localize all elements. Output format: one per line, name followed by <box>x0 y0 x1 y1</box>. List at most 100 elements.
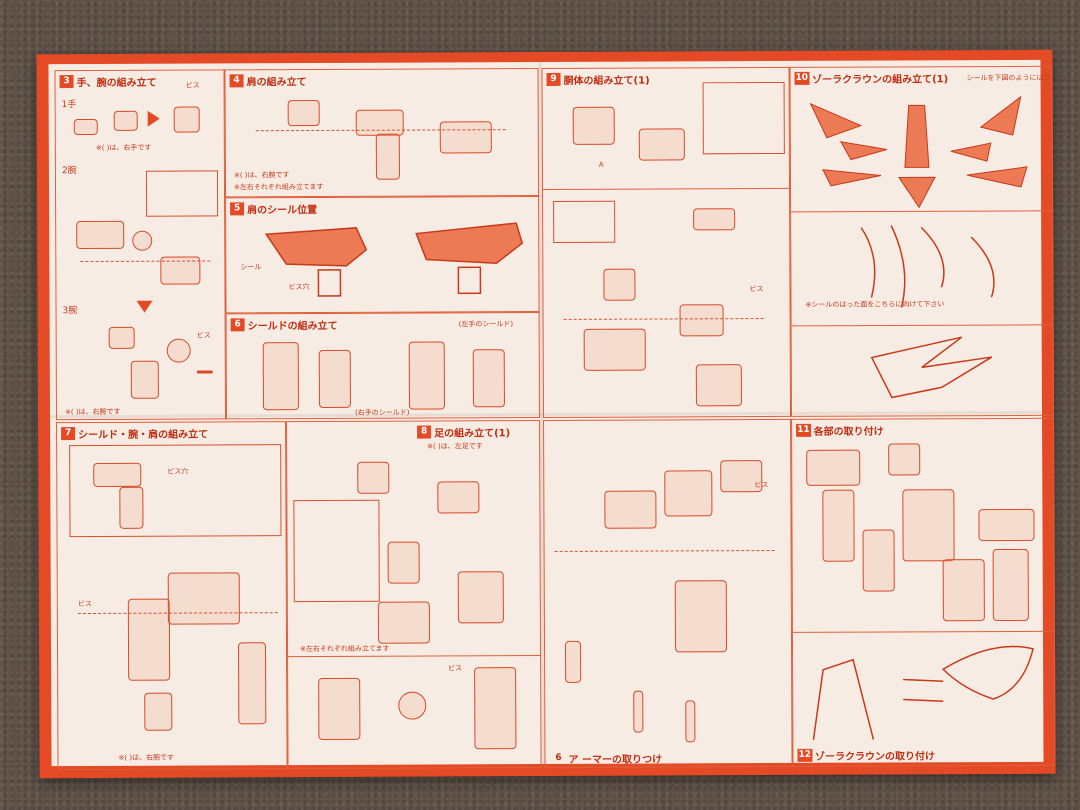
shoulder-part <box>355 109 404 136</box>
screw-hole-label: ビス穴 <box>167 467 189 476</box>
arm-part <box>76 220 125 250</box>
screw-label: ビス <box>185 81 200 90</box>
right-shield-label: (右手のシールド) <box>354 408 410 417</box>
detail-box <box>702 81 785 155</box>
step-9-title: 胴体の組み立て(1) <box>563 75 650 87</box>
armor-step-number: 6 <box>555 752 562 763</box>
right-hand-note: ※( )は、右手です <box>95 143 152 152</box>
step-12-header: 12 ゾーラクラウンの取り付け <box>797 747 935 763</box>
body-part <box>603 268 636 301</box>
leg-part <box>474 667 517 750</box>
left-shield-label: (左手のシールド) <box>458 320 514 329</box>
panel-step-9: 9 胴体の組み立て(1) A ビス <box>541 66 792 419</box>
leg-joint <box>398 691 427 720</box>
down-arrow-icon <box>136 300 153 313</box>
panel-step-8: 8 足の組み立て(1) ※( )は、左足です ※左右それぞれ組み立てます ビス <box>286 420 542 770</box>
hand-part <box>113 110 138 131</box>
sub-step-arm-3: 3腕 <box>62 306 78 317</box>
detail-box <box>293 499 380 603</box>
body-part <box>583 328 646 371</box>
armor-part <box>604 490 657 529</box>
leg-part <box>357 461 390 494</box>
step-6-header: 6 シールドの組み立て <box>230 317 338 332</box>
shield-part <box>119 486 144 529</box>
armor-part <box>685 700 696 743</box>
detail-box <box>69 444 282 538</box>
leg-part <box>437 481 480 514</box>
shield-part <box>262 342 299 411</box>
crown-attach-diagram <box>812 645 1034 740</box>
peel-note: ※シールのはった面をこちらに向けて下さい <box>805 300 945 309</box>
shield-part <box>127 598 171 681</box>
arm-joint <box>132 230 153 251</box>
both-sides-note: ※左右それぞれ組み立てます <box>233 182 324 192</box>
step-8-title: 足の組み立て(1) <box>434 428 511 440</box>
shield-part <box>408 341 445 410</box>
step-9-number: 9 <box>546 72 561 86</box>
panel-step-3: 3 手、腕の組み立て 1手 ビス ※( )は、右手です 2腕 3腕 ビス ※( … <box>54 69 227 421</box>
crown-diagram <box>791 95 1055 399</box>
step-7-number: 7 <box>61 427 76 441</box>
step-4-number: 4 <box>229 74 244 88</box>
part-a-label: A <box>598 160 604 169</box>
detail-box <box>553 200 616 243</box>
panel-armor: ビス 6 ア ーマーの取りつけ <box>543 418 793 769</box>
leg-part <box>377 601 431 644</box>
step-3-title: 手、腕の組み立て <box>76 77 157 90</box>
hand-part <box>73 118 98 136</box>
screw-label: ビス <box>77 599 92 609</box>
shoulder-part <box>375 133 400 180</box>
arm-part <box>108 326 135 349</box>
screw-label: ビス <box>448 664 463 673</box>
direction-arrow-icon <box>147 110 160 127</box>
armor-part <box>664 470 713 517</box>
instruction-sheet: 3 手、腕の組み立て 1手 ビス ※( )は、右手です 2腕 3腕 ビス ※( … <box>36 49 1056 779</box>
armor-part <box>674 580 728 653</box>
step-4-header: 4 肩の組み立て <box>229 73 307 88</box>
shield-part <box>93 462 142 487</box>
panel-step-11: 11 各部の取り付け 12 ゾーラクラウンの取 <box>791 417 1056 767</box>
panel-step-4: 4 肩の組み立て ※( )は、右腕です ※左右それぞれ組み立てます <box>224 68 540 198</box>
both-sides-note: ※左右それぞれ組み立てます <box>300 644 390 654</box>
leg-part <box>387 541 420 584</box>
seal-label: シール <box>240 263 262 272</box>
leg-part <box>457 571 504 624</box>
step-8-number: 8 <box>417 425 432 439</box>
shield-part <box>472 349 505 408</box>
step-8-header: 8 足の組み立て(1) <box>417 424 510 439</box>
step-3-number: 3 <box>59 75 74 89</box>
arm-part <box>144 692 173 731</box>
divider <box>288 655 542 658</box>
right-arm-note: ※( )は、右腕です <box>233 171 290 180</box>
shield-part <box>318 349 351 408</box>
sub-step-hand: 1手 <box>61 100 77 111</box>
sub-step-arm: 2腕 <box>61 166 77 177</box>
right-arm-note: ※( )は、右腕です <box>64 407 121 417</box>
seal-diagram <box>264 222 524 297</box>
step-12-number: 12 <box>797 748 813 762</box>
body-part <box>572 106 615 145</box>
armor-title: ア ーマーの取りつけ <box>568 754 663 766</box>
hand-part <box>173 106 200 133</box>
sheet-paper: 3 手、腕の組み立て 1手 ビス ※( )は、右手です 2腕 3腕 ビス ※( … <box>48 59 1056 771</box>
guide-line <box>554 550 775 552</box>
panel-step-7: 7 シールド・腕・肩の組み立て ビス穴 ビス ※( )は、右腕です <box>56 421 288 771</box>
screw-hole-label: ビス穴 <box>288 283 310 292</box>
body-part <box>695 364 742 407</box>
detail-box <box>145 170 219 217</box>
armor-part <box>633 690 644 733</box>
shoulder-part <box>287 99 320 127</box>
screw-label: ビス <box>196 331 211 340</box>
screw-icon <box>196 370 213 374</box>
step-7-header: 7 シールド・腕・肩の組み立て <box>61 425 208 441</box>
step-7-title: シールド・腕・肩の組み立て <box>78 429 209 442</box>
divider <box>543 187 792 191</box>
screw-label: ビス <box>749 285 764 294</box>
shoulder-part <box>439 121 492 154</box>
leg-part <box>318 677 361 740</box>
guide-line <box>563 318 764 320</box>
step-12-title: ゾーラクラウンの取り付け <box>815 751 936 763</box>
body-part <box>693 208 736 231</box>
step-9-header: 9 胴体の組み立て(1) <box>546 72 650 87</box>
screw-label: ビス <box>754 481 769 490</box>
